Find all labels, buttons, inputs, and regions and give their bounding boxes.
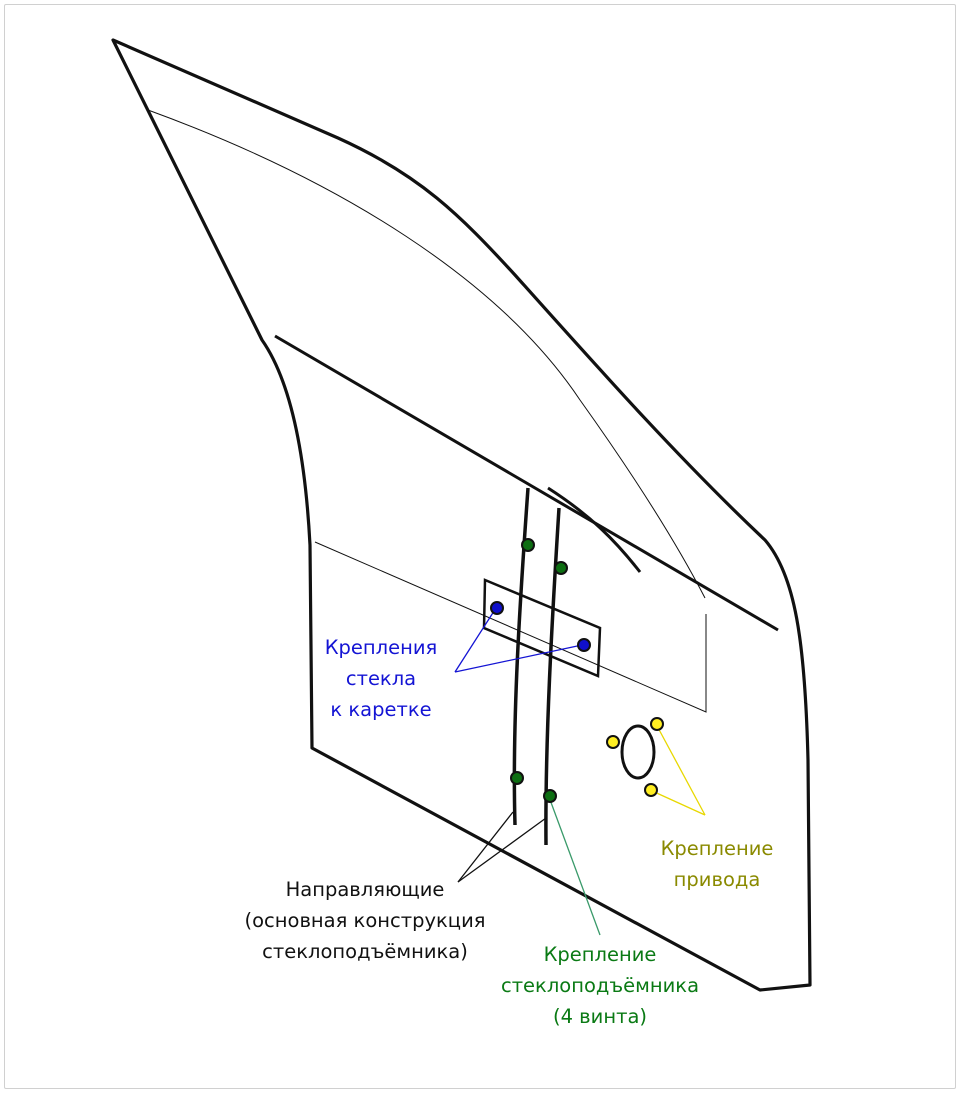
bolt-yellow [650, 717, 664, 731]
window-glass-arc [147, 109, 706, 599]
label-line: Направляющие [286, 878, 445, 901]
carriage-plate [482, 578, 602, 678]
glass-lower-edge [314, 541, 707, 713]
belt-line [274, 334, 779, 632]
bolt-blue [577, 638, 591, 652]
label-drive-mount: Крепление привода [661, 837, 774, 891]
label-line: привода [674, 868, 761, 891]
bolt-green [554, 561, 568, 575]
label-line: стекла [346, 667, 416, 690]
image-border [4, 4, 956, 1089]
label-line: стеклоподъёмника) [262, 940, 468, 963]
glass-mount-leaders [454, 607, 583, 673]
drive-mount-bolts [606, 717, 664, 797]
bolt-green [521, 538, 535, 552]
bolt-blue [490, 601, 504, 615]
bolt-green [543, 789, 557, 803]
window-frame-lower-edge [547, 486, 642, 573]
label-guides: Направляющие (основная конструкция стекл… [245, 878, 486, 963]
label-line: Крепления [325, 636, 438, 659]
label-glass-mounts: Крепления стекла к каретке [325, 636, 438, 721]
regulator-mount-leader [548, 796, 601, 936]
guide-leaders [457, 811, 547, 883]
label-regulator-mount: Крепление стеклоподъёмника (4 винта) [501, 943, 699, 1028]
door-outline [111, 38, 812, 992]
label-line: Крепление [544, 943, 657, 966]
label-line: Крепление [661, 837, 774, 860]
bolt-yellow [606, 735, 620, 749]
bolt-green [510, 771, 524, 785]
label-line: (4 винта) [553, 1005, 647, 1028]
regulator-mount-bolts [510, 538, 568, 803]
bolt-yellow [644, 783, 658, 797]
drive-mount-leaders [649, 723, 706, 816]
label-line: к каретке [330, 698, 431, 721]
label-line: (основная конструкция [245, 909, 486, 932]
drive-opening [620, 724, 656, 780]
label-line: стеклоподъёмника [501, 974, 699, 997]
guide-rail-right [544, 507, 561, 846]
glass-mount-bolts [490, 601, 591, 652]
